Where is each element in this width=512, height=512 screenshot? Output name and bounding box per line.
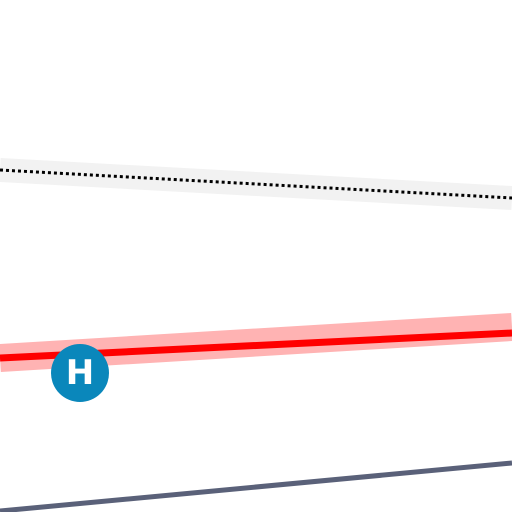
hospital-icon[interactable]: H (51, 344, 109, 402)
hospital-marker-label: H (65, 353, 95, 393)
railway-line[interactable] (0, 168, 512, 200)
road-line[interactable] (0, 460, 512, 512)
railway-casing (0, 158, 512, 210)
